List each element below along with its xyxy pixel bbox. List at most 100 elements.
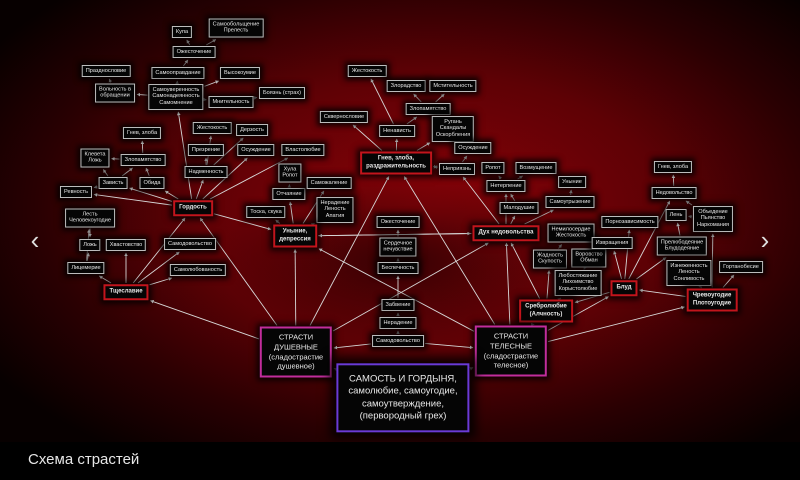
node-samouverennost: Самоуверенность Самонадеянность Самомнен…	[148, 84, 204, 110]
node-gnev-zloba-r: Гнев, злоба	[653, 161, 693, 173]
node-tshcheslavie: Тщеславие	[103, 284, 149, 300]
node-gortanobesie: Гортанобесие	[719, 261, 763, 273]
edge-dukh-to-nepriyazn	[462, 176, 500, 225]
node-khula: Хула Ропот	[278, 163, 302, 183]
edge-neterpenie-to-ropot	[498, 175, 503, 180]
node-ropot: Ропот	[481, 162, 505, 174]
node-vozmushchenie: Возмущение	[515, 162, 557, 174]
edge-strasti_dush-to-dukh	[332, 242, 489, 332]
edge-samouverennost-to-volnost	[136, 92, 148, 97]
node-unynie2: Уныние	[558, 176, 586, 188]
chevron-left-icon[interactable]: ‹	[30, 225, 40, 255]
edge-gordost-to-osuzhdenie_l	[202, 157, 248, 200]
node-boyazn: Боязнь (страх)	[258, 87, 306, 99]
node-prazdnoslovie: Празднословие	[81, 65, 131, 77]
edge-volnost-to-prazdnoslovie	[108, 78, 113, 83]
edge-gordost-to-obida	[164, 190, 179, 200]
node-derzost: Дерзость	[236, 124, 268, 136]
edge-nadmennost-to-derzost	[213, 137, 244, 166]
node-ozhestochenie-t: Ожесточение	[172, 46, 216, 58]
edge-unynie-to-samozhalenie	[302, 190, 325, 224]
edge-nenavist-to-zhestokost_m	[370, 78, 394, 125]
node-prezrenie: Презрение	[187, 144, 225, 156]
node-pornozavisimost: Порнозависимость	[601, 216, 659, 228]
edge-prelyubodeyanie-to-len	[676, 222, 681, 236]
node-gnev-zloba-l: Гнев, злоба	[122, 127, 162, 139]
edge-samost-to-strasti_dush	[333, 367, 338, 372]
node-tosk: Тоска, скука	[246, 206, 286, 218]
node-lozh: Ложь	[79, 239, 101, 251]
edge-blud-to-nedovolstvo	[628, 200, 671, 280]
edge-dukh-to-malodushie	[510, 215, 516, 225]
node-zhestokost-l: Жестокость	[192, 122, 232, 134]
edge-ozhestochenie_t-to-samoobolshchenie	[206, 39, 217, 46]
node-kupa: Купа	[171, 26, 193, 38]
node-gnev: Гнев, злоба, раздражительность	[360, 151, 432, 175]
edge-zavist-to-zlopamyatstvo_l	[121, 167, 133, 177]
edge-zlopamyatstvo_m-to-zlorodstvo	[413, 93, 422, 103]
edge-zavist-to-revnost	[93, 185, 98, 189]
edge-chrevougodie-to-blud	[639, 288, 686, 297]
node-vorovstvo: Воровство Обман	[571, 248, 607, 268]
node-strasti-dush: СТРАСТИ ДУШЕВНЫЕ (сладострастие душевное…	[259, 326, 333, 378]
edge-srebrolyubie-to-lyubostyazhanie	[557, 297, 562, 302]
edge-strasti_tel-to-blud	[547, 296, 609, 331]
node-volnost: Вольность в обращении	[95, 83, 135, 103]
node-samozhalenie: Саможаление	[306, 177, 352, 189]
edge-nepriyazn-to-osuzhdenie_m	[461, 155, 468, 163]
node-osuzhdenie-m: Осуждение	[454, 142, 492, 154]
node-skvernoslovie: Сквернословие	[319, 111, 369, 123]
edge-strasti_tel-to-dukh	[504, 242, 511, 325]
node-serdechnoe: Сердечное нечувствие	[379, 237, 417, 257]
edge-gordost-to-nadmennost	[195, 179, 204, 200]
node-revnost: Ревность	[59, 186, 93, 198]
edge-tshcheslavie-to-samodovolstvo_l	[137, 251, 180, 284]
edge-strasti_dush-to-tshcheslavie	[150, 299, 260, 340]
edge-samost-to-strasti_tel	[469, 367, 474, 371]
node-lyubostyazhanie: Любостяжание Лихоимство Корыстолюбие	[554, 270, 602, 296]
edge-zlopamyatstvo_m-to-mstitelnost	[435, 93, 445, 103]
node-kleveta: Клевета Ложь	[80, 148, 110, 168]
node-zhestokost-m: Жестокость	[347, 65, 387, 77]
node-neterpenie: Нетерпение	[486, 180, 526, 192]
edge-strasti_dush-to-gnev	[309, 176, 390, 326]
edge-dukh-to-samougryzenie	[524, 209, 554, 225]
node-unynie: Уныние, депрессия	[273, 224, 317, 248]
node-gordost: Гордость	[173, 200, 213, 216]
node-bespechnost: Беспечность	[377, 262, 419, 274]
edge-chrevougodie-to-gortanobesie	[722, 274, 735, 288]
edge-srebrolyubie-to-dukh	[510, 242, 540, 299]
edge-samougryzenie-to-unynie2	[569, 189, 573, 196]
edge-nenavist-to-zlopamyatstvo_m	[406, 116, 418, 125]
node-vlastolyubie: Властолюбие	[281, 144, 325, 156]
node-samost: САМОСТЬ И ГОРДЫНЯ, самолюбие, самоугодие…	[336, 363, 470, 433]
node-malodushie: Малодушие	[499, 202, 539, 214]
node-nedovolstvo: Недовольство	[651, 187, 697, 199]
edge-tshcheslavie-to-gordost	[132, 217, 186, 284]
node-samodovolstvo-c: Самодовольство	[372, 335, 424, 347]
edge-unynie-to-otchayanie	[288, 201, 294, 224]
edge-zavist-to-kleveta	[102, 169, 109, 177]
slide-caption: Схема страстей	[28, 451, 140, 468]
node-srebrolyubie: Сребролюбие (Алчность)	[519, 299, 573, 323]
node-samoobolshchenie: Самообольщение Прелесть	[208, 18, 264, 38]
node-len: Лень	[665, 209, 687, 221]
node-neradenie-m: Нерадение Леность Апатия	[316, 197, 354, 223]
chevron-right-icon[interactable]: ›	[760, 225, 770, 255]
node-chrevougodie: Чревоугодие Плотоугодие	[686, 288, 738, 312]
edge-blud-to-izvrashcheniya	[613, 250, 623, 280]
edge-neterpenie-to-vozmushchenie	[517, 175, 524, 180]
node-iznezhennost: Изнеженность Леность Сонливость	[666, 260, 712, 286]
edge-samoopravdanie-to-ozhestochenie_t	[182, 59, 189, 67]
node-nadmennost: Надменность	[184, 166, 228, 178]
edge-blud-to-prelyubodeyanie	[636, 257, 667, 280]
node-samoopravdanie: Самооправдание	[151, 67, 205, 79]
node-vysokoumie: Высокоумие	[219, 67, 261, 79]
edge-strasti_dush-to-gordost	[199, 217, 278, 326]
edge-strasti_tel-to-gnev	[403, 176, 496, 325]
edge-gordost-to-revnost	[93, 193, 173, 206]
edge-samodovolstvo_c-to-strasti_dush	[333, 343, 372, 350]
node-zlopamyatstvo-m: Злопамятство	[405, 103, 451, 115]
node-samolyubovanie: Самолюбованость	[169, 264, 227, 276]
edge-ozhestochenie_t-to-kupa	[186, 39, 191, 46]
